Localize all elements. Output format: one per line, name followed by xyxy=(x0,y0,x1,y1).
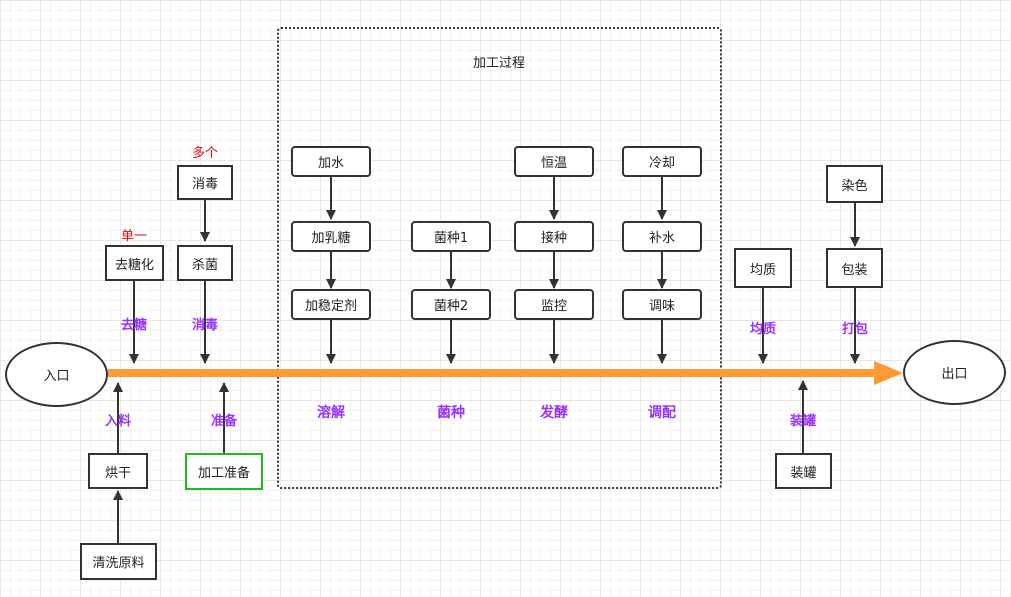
node-replenish[interactable]: 补水 xyxy=(622,221,702,252)
node-prep[interactable]: 加工准备 xyxy=(185,453,263,490)
annotation-single: 单一 xyxy=(120,229,148,244)
node-canning[interactable]: 装罐 xyxy=(775,453,832,489)
processing-group xyxy=(277,27,722,489)
processing-group-title: 加工过程 xyxy=(472,56,526,71)
node-disinfect[interactable]: 消毒 xyxy=(177,165,233,200)
node-monitor[interactable]: 监控 xyxy=(514,289,594,320)
node-add-water[interactable]: 加水 xyxy=(291,146,371,177)
exit-node[interactable]: 出口 xyxy=(903,340,1006,405)
node-const-temp[interactable]: 恒温 xyxy=(514,146,594,177)
edge-label-disinfect: 消毒 xyxy=(191,318,219,333)
stage-label-ferment: 发酵 xyxy=(540,405,568,421)
edge-label-pack: 打包 xyxy=(841,322,869,337)
node-strain1[interactable]: 菌种1 xyxy=(411,221,491,252)
node-dry[interactable]: 烘干 xyxy=(88,453,148,489)
node-season[interactable]: 调味 xyxy=(622,289,702,320)
node-desugar[interactable]: 去糖化 xyxy=(105,245,164,281)
node-cool[interactable]: 冷却 xyxy=(622,146,702,177)
node-package[interactable]: 包装 xyxy=(826,248,883,288)
node-add-lactose[interactable]: 加乳糖 xyxy=(291,221,371,252)
node-homogenize[interactable]: 均质 xyxy=(734,248,792,288)
edge-label-homogenize: 均质 xyxy=(749,322,777,337)
node-inoculate[interactable]: 接种 xyxy=(514,221,594,252)
node-dye[interactable]: 染色 xyxy=(826,165,883,203)
stage-label-blend: 调配 xyxy=(648,405,676,421)
stage-label-dissolve: 溶解 xyxy=(317,405,345,421)
edge-label-canning: 装罐 xyxy=(789,414,817,429)
node-wash[interactable]: 清洗原料 xyxy=(80,543,157,580)
node-add-stabilizer[interactable]: 加稳定剂 xyxy=(291,289,371,320)
node-sterilize[interactable]: 杀菌 xyxy=(177,245,233,281)
main-process-arrow-head xyxy=(874,361,903,385)
edge-label-feed: 入料 xyxy=(104,414,132,429)
node-strain2[interactable]: 菌种2 xyxy=(411,289,491,320)
edge-label-prepare: 准备 xyxy=(210,414,238,429)
entry-node[interactable]: 入口 xyxy=(5,342,108,407)
annotation-multiple: 多个 xyxy=(191,146,219,161)
edge-label-desugar: 去糖 xyxy=(120,318,148,333)
stage-label-strain: 菌种 xyxy=(437,405,465,421)
